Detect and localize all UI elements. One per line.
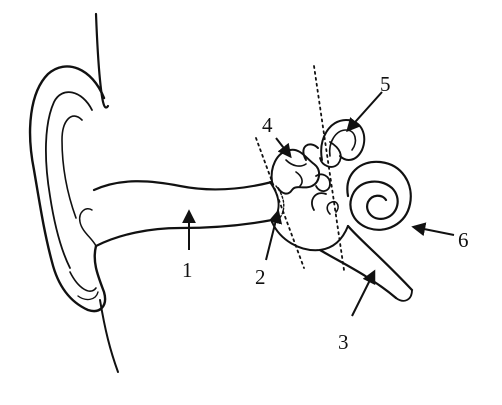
label-2: 2	[255, 265, 266, 289]
label-5: 5	[380, 72, 391, 96]
arrow-5	[346, 91, 383, 133]
number-labels: 1 2 3 4 5 6	[182, 72, 469, 354]
auricle	[28, 65, 107, 313]
pointer-arrows	[182, 91, 455, 317]
label-1: 1	[182, 258, 193, 282]
eustachian-tube	[318, 224, 414, 302]
semicircular-canals	[302, 119, 366, 168]
boundary-lines	[255, 65, 345, 271]
arrow-2	[265, 209, 283, 261]
arrow-6	[411, 222, 455, 237]
label-6: 6	[458, 228, 469, 252]
label-3: 3	[338, 330, 349, 354]
label-4: 4	[262, 113, 273, 137]
ear-canal	[92, 180, 274, 248]
arrow-3	[351, 269, 376, 317]
arrow-4	[275, 137, 292, 159]
head-outline	[94, 12, 119, 373]
cochlea	[346, 160, 412, 231]
